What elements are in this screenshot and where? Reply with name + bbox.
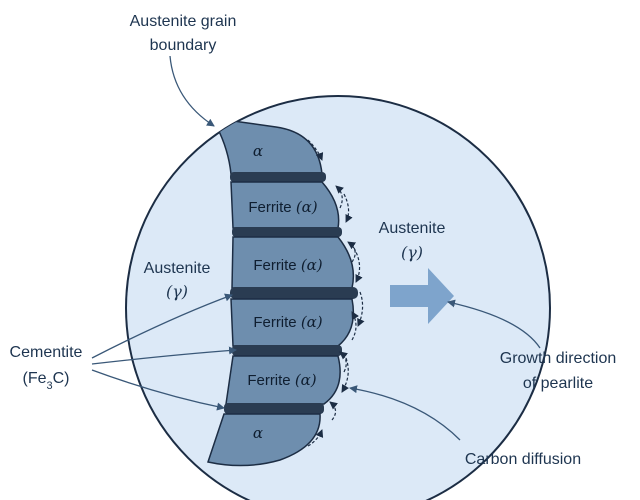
cementite-plate-5 — [224, 403, 324, 414]
austenite-left-label: Austenite — [144, 260, 211, 277]
cementite-label: Cementite — [10, 344, 83, 361]
austenite-left-symbol: (γ) — [166, 282, 188, 301]
lamella-3-label: Ferrite (α) — [253, 256, 322, 274]
austenite-right-symbol: (γ) — [401, 243, 423, 262]
carbon-diffusion-label: Carbon diffusion — [465, 451, 581, 468]
cementite-plate-1 — [230, 172, 326, 182]
leader-lines — [91, 55, 541, 441]
growth-direction-arrow — [390, 268, 454, 324]
grain-boundary-label-line1: Austenite grain — [130, 13, 237, 30]
ferrite-lamella-6 — [207, 413, 321, 467]
lamella-4-label: Ferrite (α) — [253, 313, 322, 331]
cementite-formula: (Fe3C) — [22, 370, 69, 392]
lamella-6-label: α — [253, 424, 263, 442]
cementite-plate-3 — [230, 287, 358, 299]
ferrite-lamella-5 — [225, 355, 341, 405]
grain-boundary-label-line2: boundary — [150, 37, 217, 54]
austenite-right-label: Austenite — [379, 220, 446, 237]
carbon-diffusion-leader — [349, 385, 461, 441]
growth-direction-label-line1: Growth direction — [500, 350, 617, 367]
cementite-plate-2 — [232, 227, 342, 237]
lamella-5-label: Ferrite (α) — [247, 371, 316, 389]
pearlite-colony — [207, 117, 358, 467]
lamella-2-label: Ferrite (α) — [248, 198, 317, 216]
lamella-1-label: α — [253, 142, 263, 160]
cementite-leader-3 — [91, 369, 225, 411]
carbon-diffusion-arrows — [307, 139, 365, 447]
growth-direction-leader — [447, 299, 541, 349]
growth-direction-label-line2: of pearlite — [523, 375, 593, 392]
cementite-leader-1 — [91, 293, 233, 359]
cementite-leader-2 — [91, 346, 237, 365]
grain-boundary-leader — [169, 55, 215, 127]
cementite-plate-4 — [232, 345, 342, 356]
